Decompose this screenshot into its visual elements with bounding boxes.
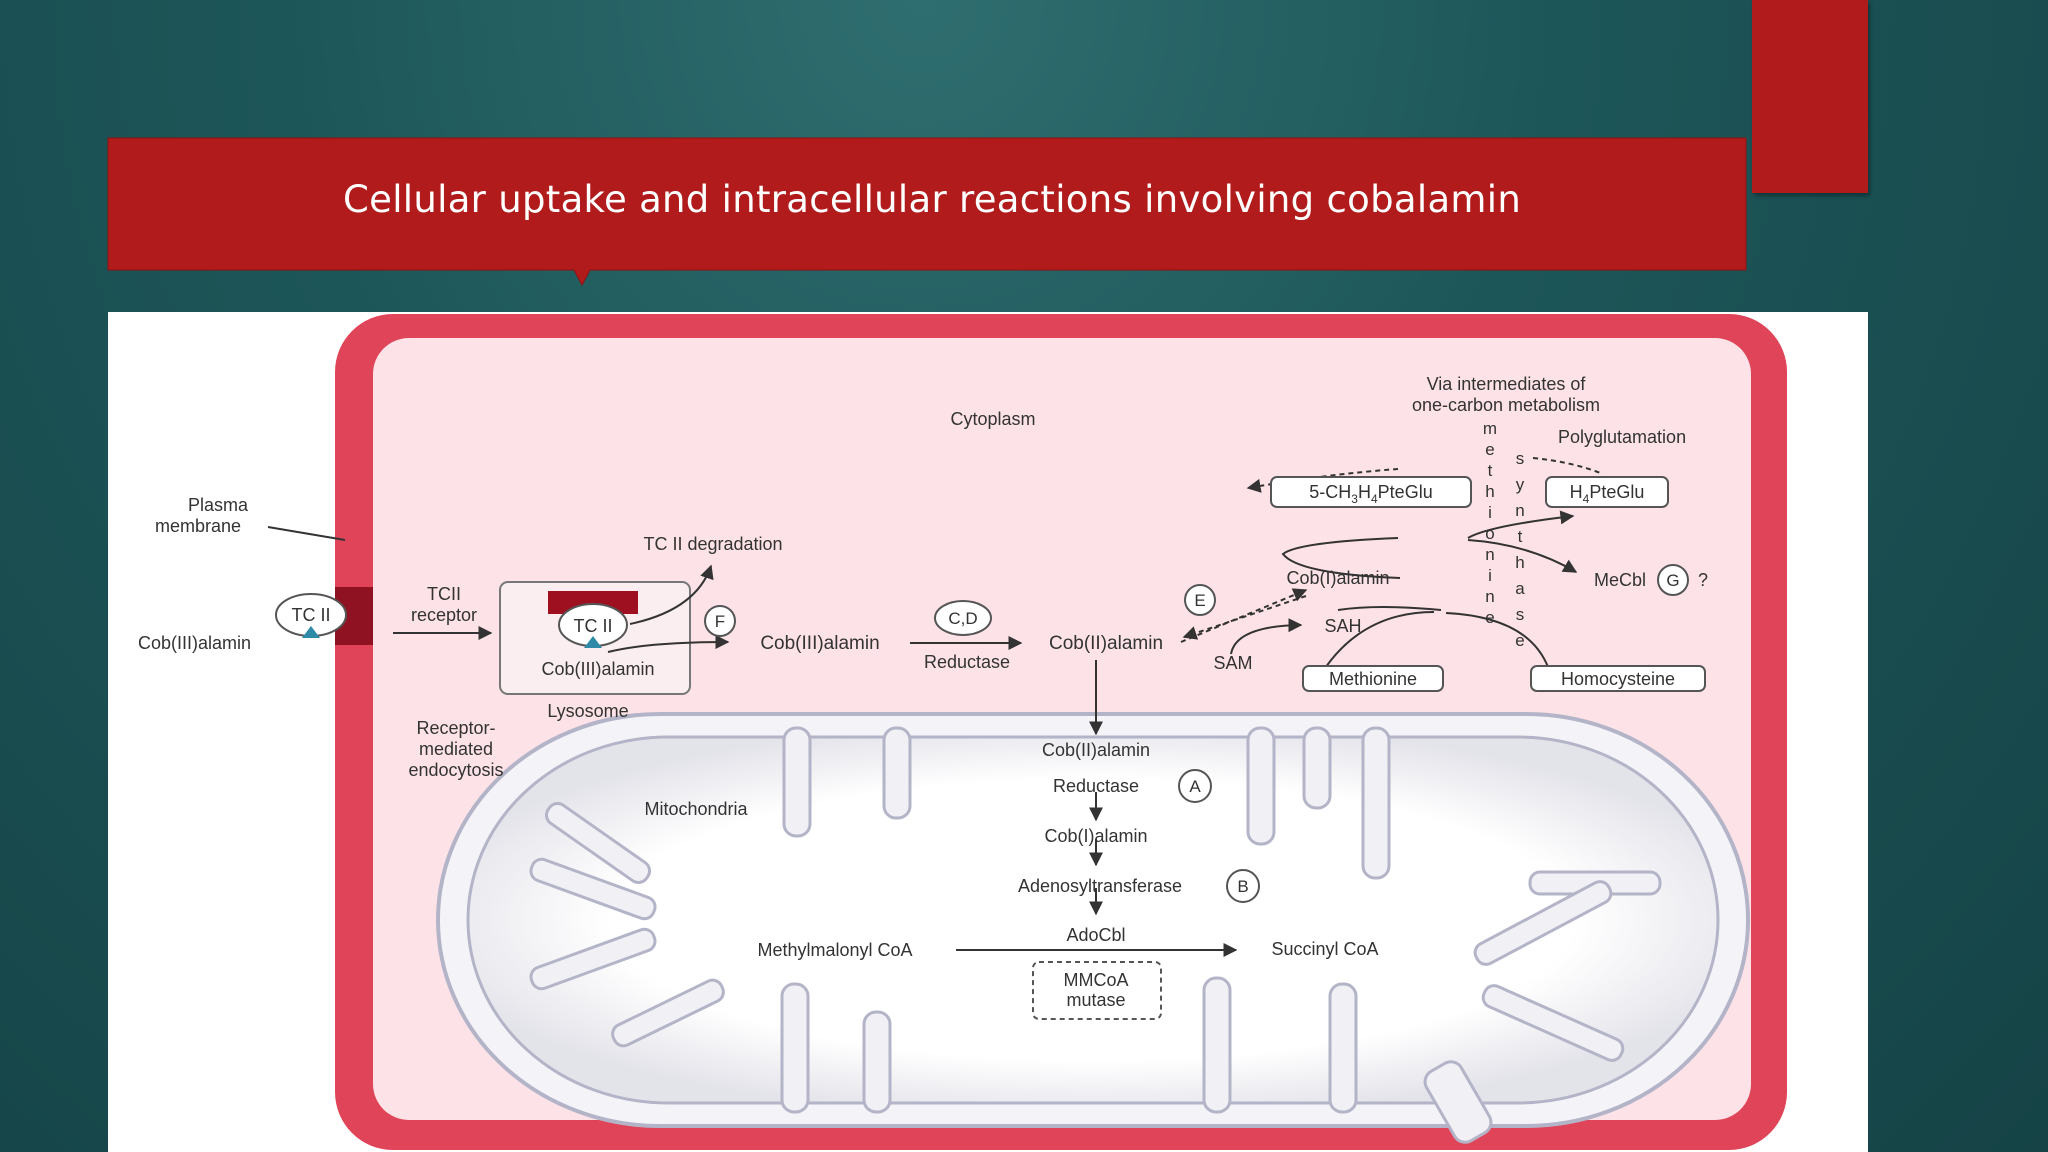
svg-text:m: m: [1483, 419, 1497, 438]
marker-e: E: [1194, 591, 1205, 610]
svg-text:e: e: [1485, 440, 1494, 459]
mitochondrion-cristae: [529, 726, 1662, 1144]
tc2-degradation-label: TC II degradation: [643, 534, 782, 554]
marker-b: B: [1237, 877, 1248, 896]
pathway-arrows: [267, 457, 1604, 957]
via-intermediates-label: Via intermediates of: [1427, 374, 1587, 394]
marker-f: F: [715, 612, 725, 631]
mmcoa-label: MMCoA: [1063, 970, 1128, 990]
mito-reductase-label: Reductase: [1053, 776, 1139, 796]
receptor-mediated-label: Receptor-: [416, 718, 495, 738]
svg-text:h: h: [1515, 553, 1524, 572]
svg-text:a: a: [1515, 579, 1525, 598]
polyglutamation-label: Polyglutamation: [1558, 427, 1686, 447]
methionine-label: Methionine: [1329, 669, 1417, 689]
svg-text:e: e: [1515, 631, 1524, 650]
via-intermediates-label-2: one-carbon metabolism: [1412, 395, 1600, 415]
adocbl-label: AdoCbl: [1066, 925, 1125, 945]
receptor-mediated-label-2: mediated: [419, 739, 493, 759]
corner-accent: [1752, 0, 1868, 193]
question-mark: ?: [1698, 570, 1708, 590]
tcii-receptor-label: TCII: [427, 584, 461, 604]
marker-circles: [704, 564, 1689, 903]
cytoplasm-label: Cytoplasm: [950, 409, 1035, 429]
metabolite-boxes: [1032, 476, 1706, 1020]
tc2-outside-label: TC II: [292, 605, 331, 625]
marker-a: A: [1189, 777, 1201, 796]
svg-text:i: i: [1488, 566, 1492, 585]
cytoplasm-cob1-label: Cob(I)alamin: [1286, 568, 1389, 588]
succinyl-label: Succinyl CoA: [1271, 939, 1378, 959]
methylmalonyl-label: Methylmalonyl CoA: [757, 940, 912, 960]
cytoplasm-cob2-label: Cob(II)alamin: [1049, 633, 1163, 654]
slide-title: Cellular uptake and intracellular reacti…: [343, 178, 1522, 221]
h4-pteglu-label: H4PteGlu: [1570, 482, 1645, 506]
svg-text:e: e: [1485, 608, 1494, 627]
svg-text:s: s: [1516, 449, 1525, 468]
mmcoa-label-2: mutase: [1066, 990, 1125, 1010]
svg-text:o: o: [1485, 524, 1494, 543]
sah-label: SAH: [1324, 616, 1361, 636]
mito-cob2-label: Cob(II)alamin: [1042, 740, 1150, 760]
title-banner: [107, 137, 1747, 287]
svg-text:h: h: [1485, 482, 1494, 501]
mecbl-label: MeCbl: [1594, 570, 1646, 590]
svg-text:s: s: [1516, 605, 1525, 624]
cobalamin-pathway-diagram: Plasma membrane TC II Cob(III)alamin TCI…: [138, 314, 1787, 1150]
homocysteine-label: Homocysteine: [1561, 669, 1675, 689]
svg-text:t: t: [1488, 461, 1493, 480]
receptor-mediated-label-3: endocytosis: [408, 760, 503, 780]
lysosome-label: Lysosome: [547, 701, 628, 721]
adenosyltransferase-label: Adenosyltransferase: [1018, 876, 1182, 896]
cytoplasm-reductase-label: Reductase: [924, 652, 1010, 672]
svg-text:n: n: [1485, 545, 1494, 564]
mitochondria-label: Mitochondria: [644, 799, 748, 819]
cob3-outside-label: Cob(III)alamin: [138, 633, 251, 653]
lysosome-cob3-label: Cob(III)alamin: [541, 659, 654, 679]
figure-panel: Plasma membrane TC II Cob(III)alamin TCI…: [108, 312, 1868, 1152]
plasma-membrane-label-2: membrane: [155, 516, 241, 536]
svg-text:n: n: [1515, 501, 1524, 520]
tc2-outside-bubble: [275, 593, 347, 638]
svg-text:y: y: [1516, 475, 1525, 494]
marker-g: G: [1666, 571, 1679, 590]
svg-text:n: n: [1485, 587, 1494, 606]
svg-text:t: t: [1518, 527, 1523, 546]
tc2-lysosome-bubble: [558, 603, 628, 648]
marker-cd: C,D: [948, 609, 977, 628]
methionine-synthase-vertical: m e t h i o n i n e s y n t h a s e: [1483, 419, 1525, 650]
svg-text:i: i: [1488, 503, 1492, 522]
sam-label: SAM: [1213, 653, 1252, 673]
tcii-receptor-label-2: receptor: [411, 605, 477, 625]
ch3-pteglu-label: 5-CH3H4PteGlu: [1309, 482, 1432, 506]
plasma-membrane-label: Plasma: [188, 495, 249, 515]
lysosome-tc2-label: TC II: [574, 616, 613, 636]
mito-cob1-label: Cob(I)alamin: [1044, 826, 1147, 846]
cytoplasm-cob3-label: Cob(III)alamin: [760, 633, 879, 654]
